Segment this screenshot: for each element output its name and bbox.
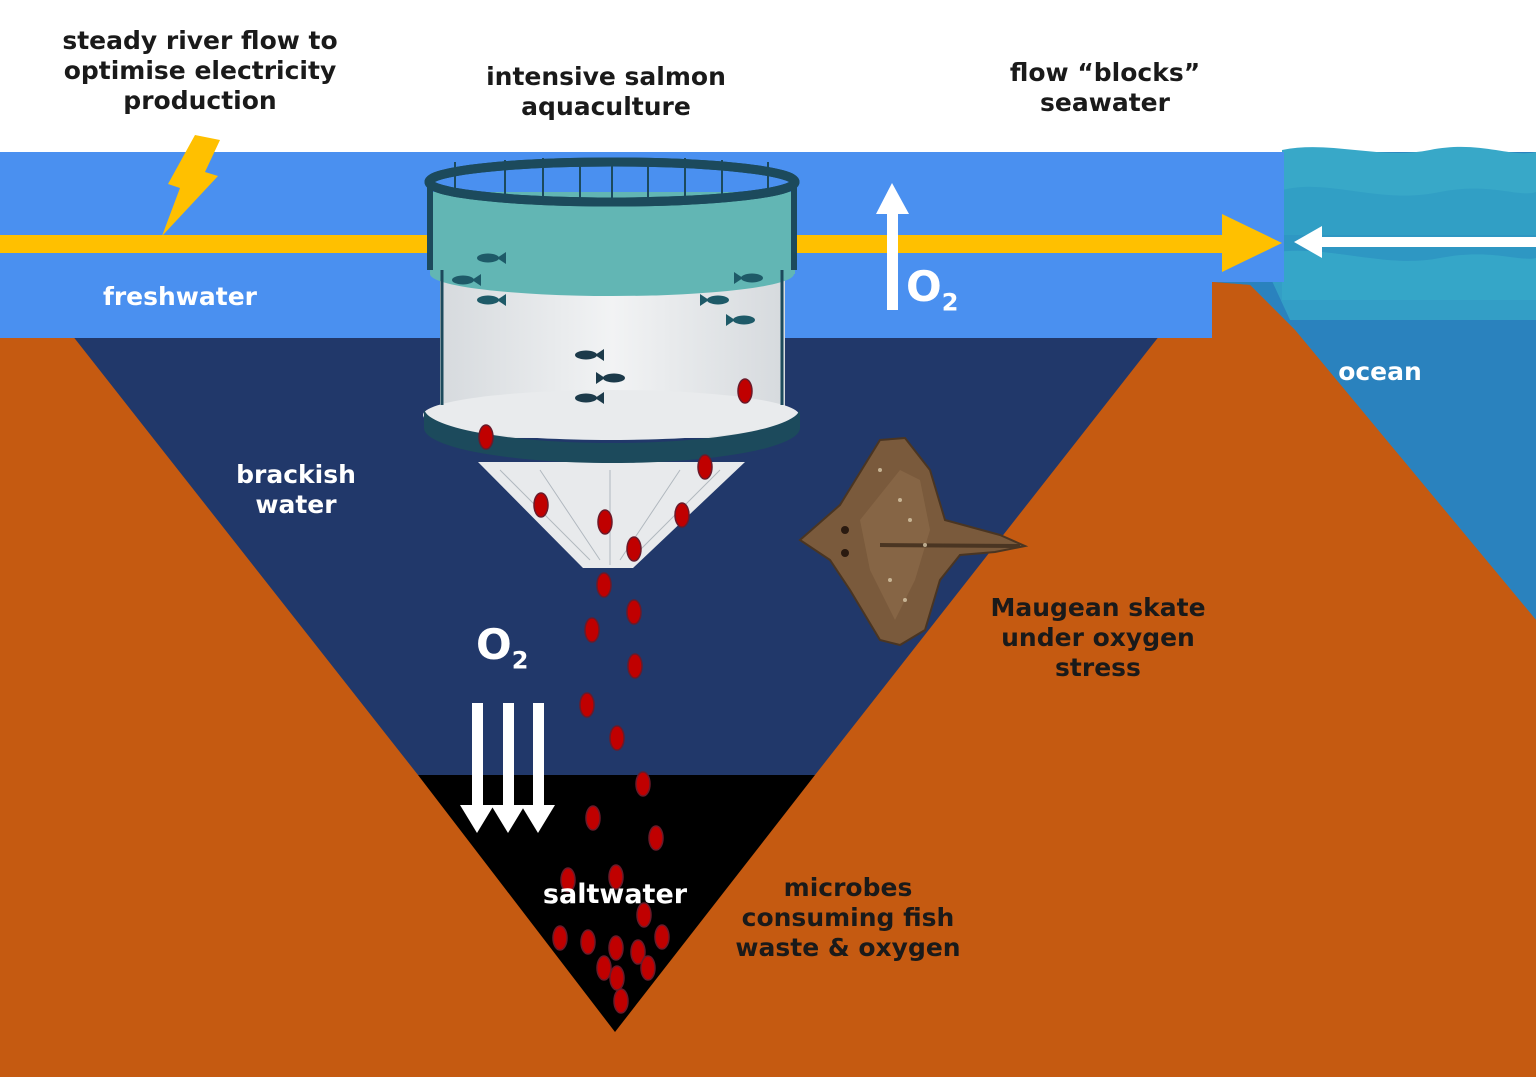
waste-pellet-icon: [478, 378, 753, 1014]
ocean-label: ocean: [1338, 357, 1422, 386]
ocean-body: [1212, 146, 1536, 1077]
oxygen-up-arrow-icon: [876, 183, 909, 310]
skate-label: Maugean skate under oxygen stress: [990, 593, 1206, 682]
oxygen-up-label: O2: [906, 262, 959, 317]
oxygen-down-label: O2: [476, 620, 529, 675]
freshwater-label: freshwater: [102, 282, 258, 311]
aquaculture-label: intensive salmon aquaculture: [486, 62, 726, 121]
saltwater-label: saltwater: [542, 879, 688, 910]
skate-icon: [798, 436, 1029, 647]
seawater-arrow-icon: [1294, 226, 1536, 258]
microbes-label: microbes consuming fish waste & oxygen: [735, 873, 961, 962]
river-flow-label: steady river flow to optimise electricit…: [62, 26, 338, 115]
lightning-icon: [162, 135, 220, 236]
oxygen-down-arrows-icon: [460, 703, 555, 833]
salmon-pen-icon: [423, 157, 800, 568]
brackish-label: brackish water: [236, 460, 356, 519]
saltwater-layer: [418, 775, 815, 1032]
blocks-seawater-label: flow “blocks” seawater: [1009, 58, 1201, 117]
